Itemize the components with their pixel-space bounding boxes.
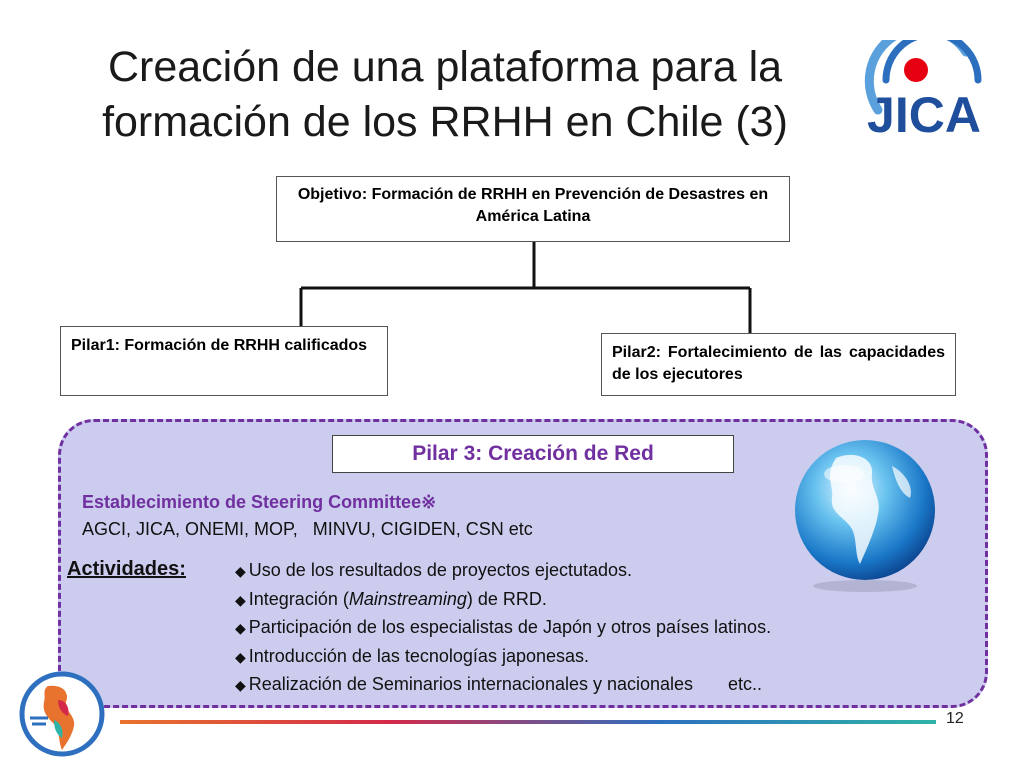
list-item: ◆Participación de los especialistas de J… (235, 617, 772, 637)
list-item: ◆Realización de Seminarios internacional… (235, 674, 763, 694)
diamond-bullet-icon: ◆ (235, 677, 246, 693)
pillar3-title-box: Pilar 3: Creación de Red (332, 435, 734, 473)
pillar1-text: Pilar1: Formación de RRHH calificados (71, 337, 368, 354)
objective-box: Objetivo: Formación de RRHH en Prevenció… (276, 176, 790, 242)
jica-logo: JICA (864, 40, 982, 143)
bottom-divider (120, 720, 936, 724)
globe-icon (795, 440, 935, 592)
steering-committee-heading: Establecimiento de Steering Committee※ (82, 492, 437, 512)
title-line-1: Creación de una plataforma para la (107, 43, 783, 91)
pillar1-box: Pilar1: Formación de RRHH calificados (60, 326, 388, 396)
pillar2-box: Pilar2: Fortalecimiento de las capacidad… (601, 333, 956, 396)
mainstreaming-term: Mainstreaming (348, 588, 467, 609)
jica-logo-text: JICA (867, 87, 981, 143)
activities-list: ◆Uso de los resultados de proyectos ejec… (235, 557, 771, 700)
list-item: ◆Introducción de las tecnologías japones… (235, 645, 590, 666)
diamond-bullet-icon: ◆ (235, 591, 246, 608)
latin-america-map-logo (19, 671, 105, 757)
diamond-bullet-icon: ◆ (235, 563, 246, 579)
page-number: 12 (946, 710, 964, 727)
slide-title: Creación de una plataforma para la forma… (40, 40, 850, 150)
list-item: ◆Uso de los resultados de proyectos ejec… (235, 560, 633, 580)
title-line-2: formación de los RRHH en Chile (3) (102, 98, 788, 146)
pillar2-text: Pilar2: Fortalecimiento de las capacidad… (612, 344, 945, 383)
pillar3-title: Pilar 3: Creación de Red (412, 442, 654, 465)
diamond-bullet-icon: ◆ (235, 648, 246, 665)
diamond-bullet-icon: ◆ (235, 620, 246, 636)
activities-label: Actividades: (67, 558, 186, 580)
steering-committee-members: AGCI, JICA, ONEMI, MOP, MINVU, CIGIDEN, … (82, 519, 533, 539)
list-item: ◆Integración (Mainstreaming) de RRD. (235, 588, 547, 609)
objective-text: Objetivo: Formación de RRHH en Prevenció… (297, 186, 769, 225)
